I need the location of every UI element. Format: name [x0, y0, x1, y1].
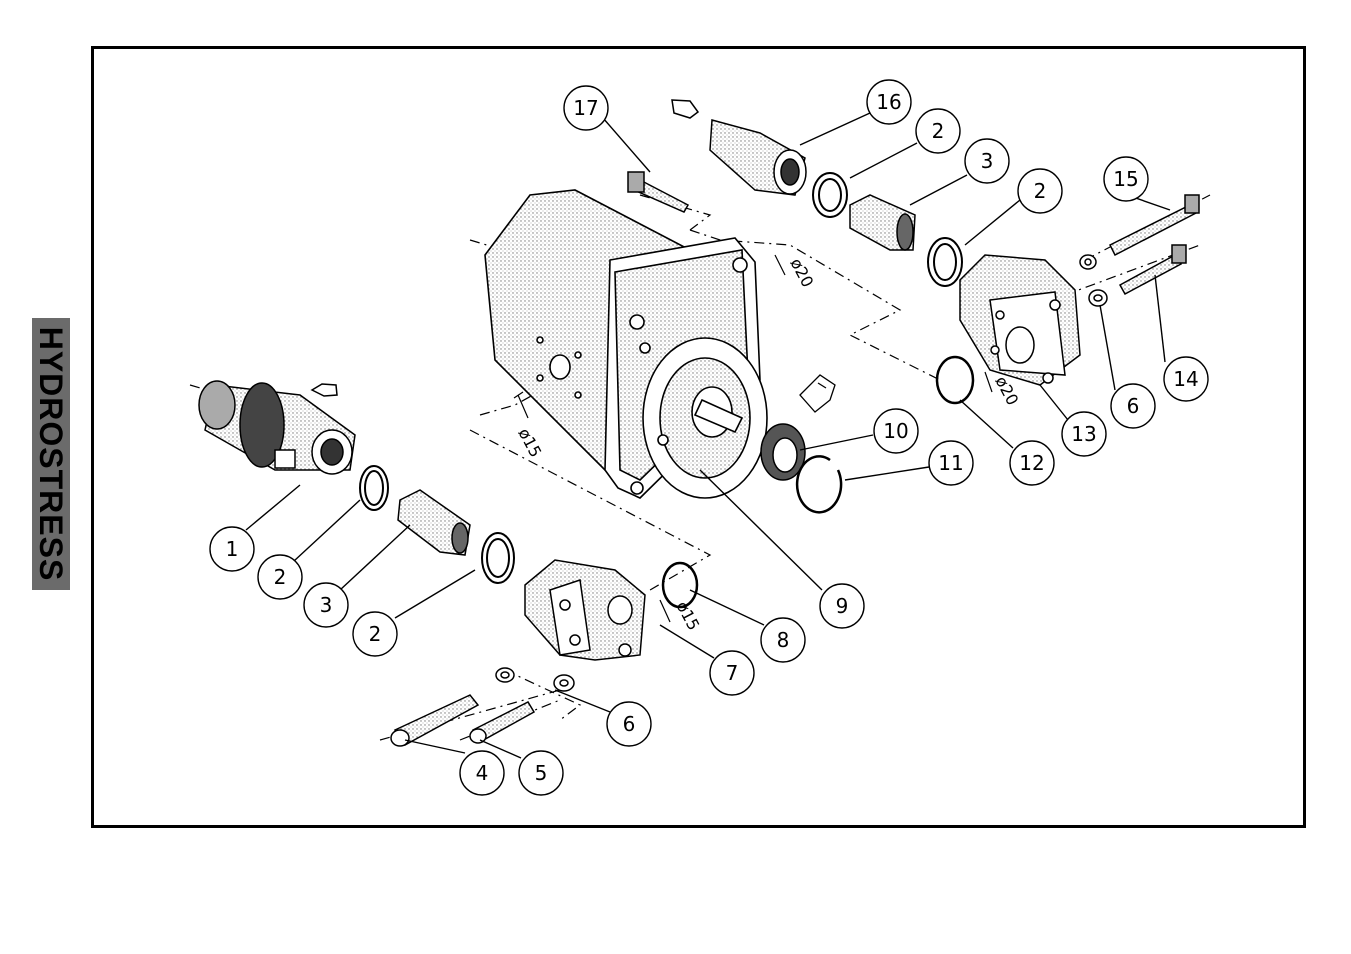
part-washers	[495, 667, 575, 692]
diagram-frame	[91, 46, 1306, 828]
part-seal-ring	[812, 172, 848, 218]
svg-text:6: 6	[623, 712, 636, 736]
dimension-label: ø15	[514, 425, 545, 461]
callout-6: 6	[1110, 383, 1156, 429]
callout-14: 14	[1163, 356, 1209, 402]
svg-text:8: 8	[777, 628, 790, 652]
part-o-ring	[935, 355, 975, 405]
part-seal-ring	[359, 465, 389, 511]
flow-arrow-icon	[671, 99, 700, 119]
callout-11: 11	[928, 440, 974, 486]
part-adapter-fitting	[849, 194, 916, 251]
svg-text:7: 7	[726, 661, 739, 685]
svg-text:5: 5	[535, 761, 548, 785]
svg-text:4: 4	[476, 761, 489, 785]
svg-text:2: 2	[1034, 179, 1047, 203]
part-pump-body	[484, 189, 768, 499]
part-seal-ring	[927, 237, 963, 287]
key-symbol-icon	[799, 374, 836, 413]
callout-2: 2	[1017, 168, 1063, 214]
callout-10: 10	[873, 408, 919, 454]
part-shaft-seal	[760, 423, 806, 481]
flow-arrow-icon	[310, 383, 338, 397]
part-adapter-fitting	[397, 489, 471, 556]
part-flange	[959, 254, 1081, 386]
part-washers	[1079, 254, 1108, 307]
part-coupling	[198, 380, 356, 475]
svg-text:2: 2	[369, 622, 382, 646]
callout-2: 2	[915, 108, 961, 154]
part-screw-top	[627, 171, 690, 213]
callout-15: 15	[1103, 156, 1149, 202]
callout-17: 17	[563, 85, 609, 131]
svg-text:13: 13	[1071, 422, 1096, 446]
callout-4: 4	[459, 750, 505, 796]
svg-text:16: 16	[876, 90, 901, 114]
callout-5: 5	[518, 750, 564, 796]
svg-text:17: 17	[573, 96, 598, 120]
callout-2: 2	[257, 554, 303, 600]
part-o-ring	[661, 561, 699, 609]
dimension-marks	[513, 254, 993, 623]
svg-text:14: 14	[1173, 367, 1198, 391]
svg-text:12: 12	[1019, 451, 1044, 475]
callout-8: 8	[760, 617, 806, 663]
part-seal-ring	[481, 532, 515, 584]
callout-13: 13	[1061, 411, 1107, 457]
svg-text:6: 6	[1127, 394, 1140, 418]
part-screws	[1108, 194, 1200, 296]
leader-lines	[245, 112, 1171, 759]
svg-text:3: 3	[320, 593, 333, 617]
svg-text:2: 2	[274, 565, 287, 589]
part-circlip	[795, 455, 843, 514]
brand-bar: HYDROSTRESS	[32, 318, 70, 590]
callout-9: 9	[819, 583, 865, 629]
callout-6: 6	[606, 701, 652, 747]
svg-text:9: 9	[836, 594, 849, 618]
callout-3: 3	[964, 138, 1010, 184]
dimension-label: ø20	[786, 255, 817, 291]
svg-text:10: 10	[883, 419, 908, 443]
callout-2: 2	[352, 611, 398, 657]
svg-text:2: 2	[932, 119, 945, 143]
callout-3: 3	[303, 582, 349, 628]
svg-text:3: 3	[981, 149, 994, 173]
callout-12: 12	[1009, 440, 1055, 486]
svg-text:15: 15	[1113, 167, 1138, 191]
part-fitting-nipple	[709, 119, 807, 196]
part-flange	[524, 559, 646, 661]
svg-text:1: 1	[226, 537, 239, 561]
dimension-label: ø15	[672, 598, 703, 634]
callout-7: 7	[709, 650, 755, 696]
callout-1: 1	[209, 526, 255, 572]
svg-text:11: 11	[938, 451, 963, 475]
part-screws	[390, 694, 536, 747]
callout-16: 16	[866, 79, 912, 125]
